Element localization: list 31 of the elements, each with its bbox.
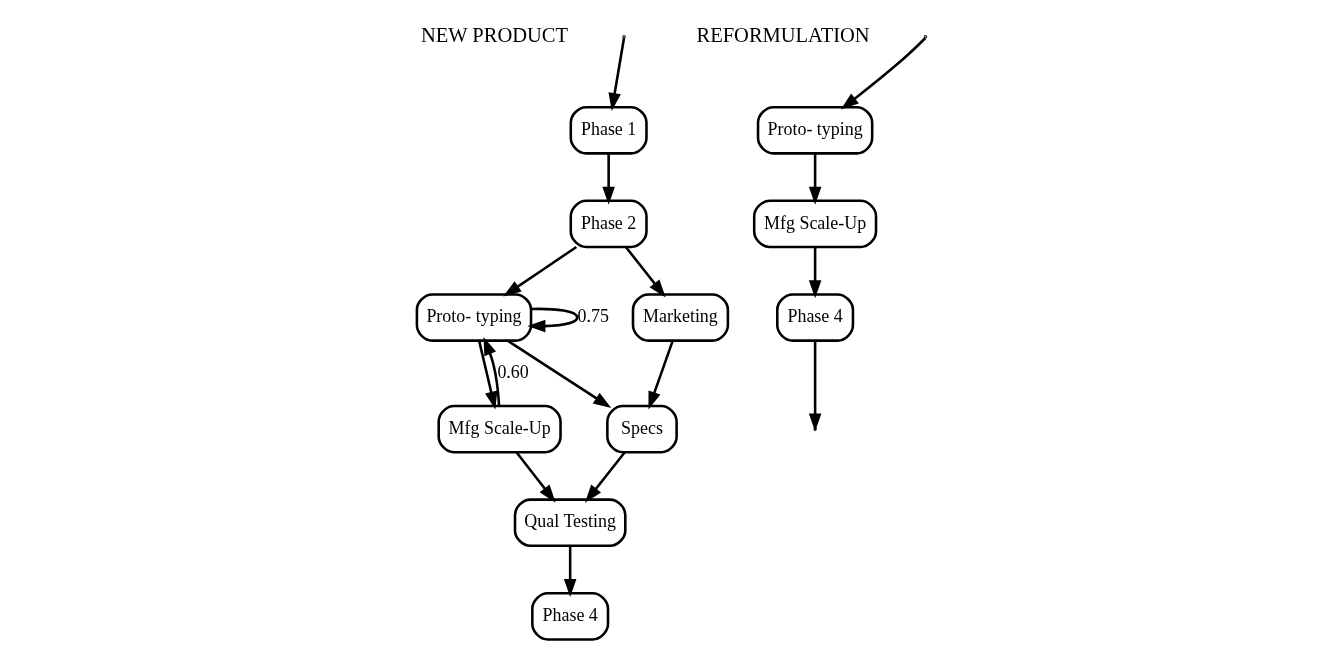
arrow [515,451,556,503]
node-box: Qual Testing [513,498,627,548]
arrow [808,247,821,299]
arrow [808,340,821,432]
node-box: Marketing [631,293,729,342]
node-box: Proto- typing [756,105,873,155]
arrow [808,153,821,205]
arrow [502,245,577,297]
node-box: Mfg Scale-Up [436,404,562,454]
label: NEW PRODUCT [420,23,568,46]
edge-label: 0.75 [577,306,609,327]
node-box: Phase 1 [569,105,648,155]
edge-label: 0.60 [496,362,529,383]
arrow [601,153,615,205]
arrow [506,339,611,408]
node-box: Phase 2 [569,199,648,249]
arrow [584,451,626,503]
arrow [477,340,497,410]
arrow [607,37,625,111]
node-box: Phase 4 [530,592,609,641]
arrow [647,340,674,410]
arrow [624,246,666,298]
node-box: Specs [605,404,678,454]
label: REFORMULATION [695,23,870,46]
node-box: Proto- typing [415,293,532,342]
arrow [840,37,926,110]
node-box: Mfg Scale-Up [752,199,877,249]
arrow [563,546,576,598]
arrow [526,307,578,333]
arrow [483,337,500,406]
node-box: Phase 4 [775,293,854,342]
